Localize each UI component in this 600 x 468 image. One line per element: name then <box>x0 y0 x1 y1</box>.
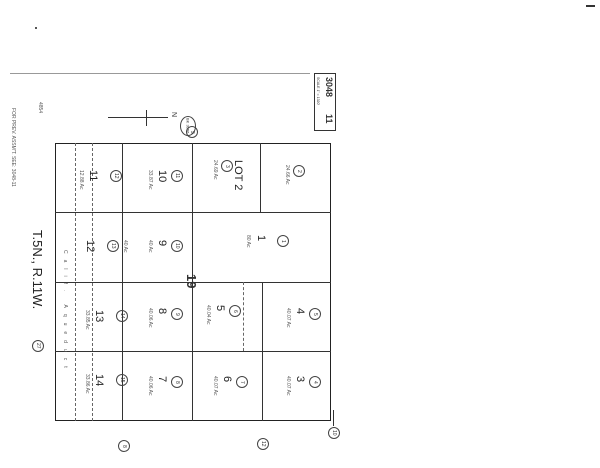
lot-2-label: LOT 2 <box>232 160 244 191</box>
boundary-tick <box>333 410 334 426</box>
edge-circle: 9 <box>186 126 198 138</box>
grid-line <box>55 351 331 352</box>
edge-circle: 10 <box>328 427 340 439</box>
north-label: N <box>170 112 177 118</box>
parcel-line <box>243 282 244 351</box>
section-number: 19 <box>184 274 199 289</box>
sheet-number: 11 <box>324 114 334 124</box>
aqueduct-line <box>75 143 76 421</box>
scale-label: SCALE 1" = 1320' <box>316 77 320 106</box>
grid-line <box>260 143 261 212</box>
township-label: T.5N., R.11W. <box>30 230 45 310</box>
aqueduct-line <box>92 143 93 421</box>
township-circle: 27 <box>32 340 44 352</box>
north-arrow: N <box>108 110 188 130</box>
grid-line <box>55 282 331 283</box>
aqueduct-label: Calif. Aqueduct <box>62 250 68 374</box>
page-border-top <box>10 73 310 74</box>
grid-line <box>55 212 192 213</box>
edge-circle: 12 <box>257 438 269 450</box>
map-book-page: 3048 <box>324 77 334 98</box>
edge-circle: 8 <box>118 440 130 452</box>
grid-line <box>192 212 331 213</box>
map-code: 4854 <box>37 102 43 114</box>
corner-mark <box>586 5 595 7</box>
header-box: 3048 11 SCALE 1" = 1320' <box>314 73 336 131</box>
prev-assessment-note: FOR PREV. ASSM'T. SEE: 3048-11 <box>10 108 16 187</box>
dot-mark <box>35 27 37 29</box>
